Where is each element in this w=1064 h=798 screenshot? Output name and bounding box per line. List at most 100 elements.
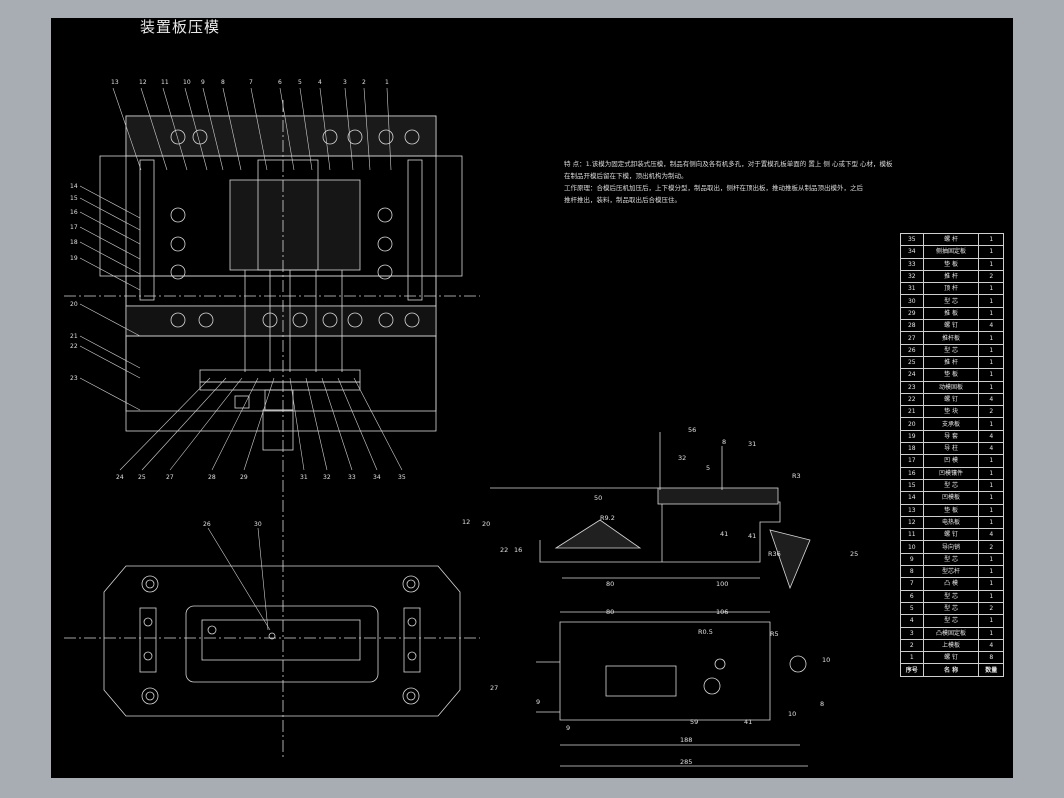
bom-cell: 10 [900, 540, 924, 554]
bom-cell: 1 [978, 614, 1004, 628]
callouts-left-label: 21 [70, 333, 78, 340]
leader-line [141, 377, 227, 471]
bom-cell: 1 [978, 466, 1004, 480]
bom-cell: 33 [900, 257, 924, 271]
leader-line [79, 303, 141, 337]
bom-cell: 1 [978, 282, 1004, 296]
bom-cell: 螺 杆 [922, 232, 980, 247]
dims-side-label: 12 [462, 518, 470, 526]
bom-cell: 15 [900, 478, 924, 493]
leader-line [243, 377, 275, 471]
dims-side-label: 5 [706, 464, 710, 472]
leader-line [250, 87, 268, 171]
callouts-left-label: 19 [70, 255, 78, 262]
callouts-top-label: 9 [201, 79, 205, 86]
bom-cell: 1 [978, 257, 1004, 271]
technical-notes: 特 点：1.该模为固定式卸装式压模，制品有侧向及各有机多孔，对于置模孔板单面的 … [564, 158, 894, 206]
callouts-top-label: 4 [318, 79, 322, 86]
bom-cell: 20 [900, 417, 924, 431]
bom-cell: 1 [978, 232, 1004, 247]
bom-cell: 1 [978, 503, 1004, 517]
bom-cell: 推 杆 [922, 269, 980, 284]
bom-cell: 4 [978, 528, 1004, 542]
callouts-left-label: 15 [70, 195, 78, 202]
callouts-top-label: 10 [183, 79, 191, 86]
bom-cell: 1 [978, 417, 1004, 431]
bom-cell: 垫 块 [922, 405, 980, 419]
leader-line [140, 87, 168, 171]
bom-cell: 导向销 [922, 540, 980, 554]
bom-cell: 1 [978, 368, 1004, 382]
drawing-title: 装置板压模 [140, 18, 221, 36]
bom-cell: 1 [978, 589, 1004, 603]
dims-plan-label: 9 [536, 698, 540, 706]
dims-plan-label: 188 [680, 736, 692, 744]
dims-side-label: 41 [748, 532, 756, 540]
bom-cell: 17 [900, 454, 924, 468]
bom-cell: 1 [978, 552, 1004, 567]
bom-cell: 电热板 [922, 515, 980, 530]
bom-cell: 型 芯 [922, 601, 980, 616]
bom-cell: 11 [900, 528, 924, 542]
dims-plan-label: 8 [820, 700, 824, 708]
bom-cell: 4 [978, 429, 1004, 444]
callouts-bottom-label: 35 [398, 474, 406, 481]
note-line: 特 点：1.该模为固定式卸装式压模，制品有侧向及各有机多孔，对于置模孔板单面的 … [564, 160, 893, 168]
leader-line [79, 185, 141, 219]
dims-side-label: 16 [514, 546, 522, 554]
bom-cell: 1 [978, 515, 1004, 530]
leader-line [344, 87, 354, 171]
dims-side-label: 50 [594, 494, 602, 502]
callouts-bottom-label: 32 [323, 474, 331, 481]
bom-cell: 9 [900, 552, 924, 567]
leader-line [112, 87, 142, 171]
bom-cell: 6 [900, 589, 924, 603]
leader-line [119, 377, 211, 471]
bom-cell: 型 芯 [922, 343, 980, 357]
bom-cell: 19 [900, 429, 924, 444]
leader-line [79, 211, 141, 245]
callouts-bottom-label: 33 [348, 474, 356, 481]
bom-cell: 5 [900, 601, 924, 616]
bom-cell: 31 [900, 282, 924, 296]
callouts-top-label: 7 [249, 79, 253, 86]
bom-cell: 34 [900, 245, 924, 259]
bom-cell: 1 [978, 454, 1004, 468]
dims-side-label: 8 [722, 438, 726, 446]
leader-line [79, 241, 141, 275]
bom-cell: 1 [978, 331, 1004, 345]
bom-cell: 1 [978, 478, 1004, 493]
bom-cell: 2 [978, 405, 1004, 419]
bom-cell: 名 称 [922, 663, 980, 677]
bom-cell: 推杆板 [922, 331, 980, 345]
leader-line [162, 87, 188, 171]
bom-cell: 螺 钉 [922, 528, 980, 542]
callouts-bottom-label: 25 [138, 474, 146, 481]
bom-cell: 型 芯 [922, 294, 980, 308]
bom-cell: 4 [978, 442, 1004, 456]
callouts-left-label: 17 [70, 224, 78, 231]
leader-line [222, 87, 242, 171]
callouts-bottom-label: 29 [240, 474, 248, 481]
bom-cell: 22 [900, 392, 924, 407]
bom-cell: 13 [900, 503, 924, 517]
